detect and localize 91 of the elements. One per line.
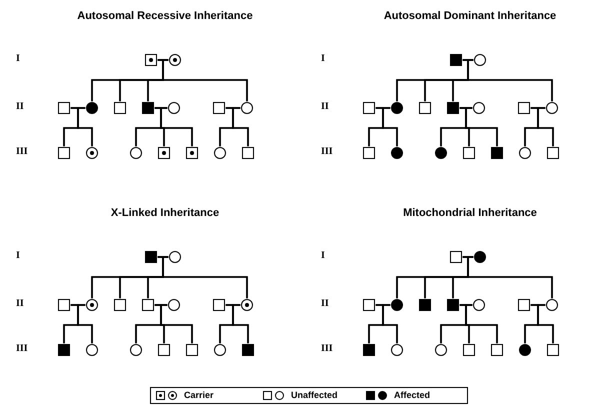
- pedigree-line: [537, 304, 554, 344]
- affected-male-symbol: [242, 344, 254, 356]
- affected-male-symbol: [362, 344, 374, 356]
- legend-text: Affected: [394, 390, 430, 400]
- female-symbol: [472, 102, 484, 114]
- female-symbol: [474, 54, 486, 66]
- pedigree-line: [77, 304, 93, 344]
- male-symbol: [518, 102, 530, 114]
- male-symbol: [186, 344, 198, 356]
- affected-female-symbol: [390, 102, 402, 114]
- generation-numeral: I: [16, 53, 20, 64]
- female-symbol: [472, 298, 484, 310]
- carrier-male-symbol: [158, 146, 170, 158]
- male-symbol: [450, 250, 462, 262]
- generation-numeral: I: [16, 250, 20, 261]
- carrier-female-symbol: [86, 146, 98, 158]
- generation-numeral: II: [16, 101, 24, 112]
- generation-numeral: II: [16, 298, 24, 309]
- male-symbol: [362, 298, 374, 310]
- generation-numeral: III: [321, 146, 333, 157]
- male-symbol: [490, 344, 502, 356]
- carrier-female-symbol: [168, 54, 180, 66]
- affected-female-symbol: [390, 146, 402, 158]
- female-symbol: [546, 102, 558, 114]
- female-symbol: [168, 102, 180, 114]
- female-symbol: [168, 250, 180, 262]
- carrier-female-symbol: [240, 298, 252, 310]
- male-symbol: [58, 146, 70, 158]
- pedigree-line: [232, 304, 249, 344]
- pedigree-line: [77, 107, 93, 146]
- pedigree-title: Autosomal Recessive Inheritance: [77, 10, 253, 22]
- male-symbol: [114, 298, 126, 310]
- female-symbol: [130, 146, 142, 158]
- female-symbol: [434, 344, 446, 356]
- male-symbol: [462, 146, 474, 158]
- generation-numeral: III: [16, 146, 28, 157]
- legend-text: Unaffected: [291, 390, 338, 400]
- affected-female-symbol: [474, 250, 486, 262]
- female-symbol: [214, 146, 226, 158]
- pedigree-line: [537, 107, 554, 146]
- affected-male-symbol: [490, 146, 502, 158]
- pedigree-title: Autosomal Dominant Inheritance: [384, 10, 556, 22]
- female-symbol: [546, 298, 558, 310]
- affected-male-symbol: [142, 102, 154, 114]
- affected-male-symbol: [144, 250, 156, 262]
- pedigree-line: [232, 107, 249, 146]
- male-symbol: [242, 146, 254, 158]
- male-symbol: [546, 344, 558, 356]
- carrier-male-symbol: [186, 146, 198, 158]
- male-symbol: [142, 298, 154, 310]
- male-symbol: [58, 298, 70, 310]
- female-symbol: [86, 344, 98, 356]
- male-symbol: [418, 102, 430, 114]
- affected-female-symbol: [518, 344, 530, 356]
- female-symbol: [518, 146, 530, 158]
- male-symbol: [362, 102, 374, 114]
- male-symbol: [518, 298, 530, 310]
- male-symbol: [462, 344, 474, 356]
- female-symbol: [390, 344, 402, 356]
- carrier-male-symbol: [144, 54, 156, 66]
- affected-female-symbol: [434, 146, 446, 158]
- male-symbol: [546, 146, 558, 158]
- affected-female-symbol: [86, 102, 98, 114]
- male-symbol: [114, 102, 126, 114]
- pedigree-line: [382, 304, 398, 344]
- generation-numeral: III: [321, 343, 333, 354]
- carrier-female-symbol: [86, 298, 98, 310]
- generation-numeral: I: [321, 250, 325, 261]
- legend-text: Carrier: [184, 390, 214, 400]
- pedigree-line: [382, 107, 398, 146]
- affected-male-symbol: [446, 298, 458, 310]
- generation-numeral: II: [321, 298, 329, 309]
- male-symbol: [58, 102, 70, 114]
- male-symbol: [362, 146, 374, 158]
- affected-male-symbol: [450, 54, 462, 66]
- pedigree-title: X-Linked Inheritance: [110, 207, 220, 219]
- affected-female-symbol: [390, 298, 402, 310]
- female-symbol: [130, 344, 142, 356]
- female-symbol: [240, 102, 252, 114]
- male-symbol: [212, 102, 224, 114]
- male-symbol: [212, 298, 224, 310]
- female-symbol: [214, 344, 226, 356]
- affected-male-symbol: [446, 102, 458, 114]
- generation-numeral: I: [321, 53, 325, 64]
- generation-numeral: III: [16, 343, 28, 354]
- male-symbol: [158, 344, 170, 356]
- affected-male-symbol: [58, 344, 70, 356]
- generation-numeral: II: [321, 101, 329, 112]
- female-symbol: [168, 298, 180, 310]
- pedigree-title: Mitochondrial Inheritance: [403, 207, 537, 219]
- affected-male-symbol: [418, 298, 430, 310]
